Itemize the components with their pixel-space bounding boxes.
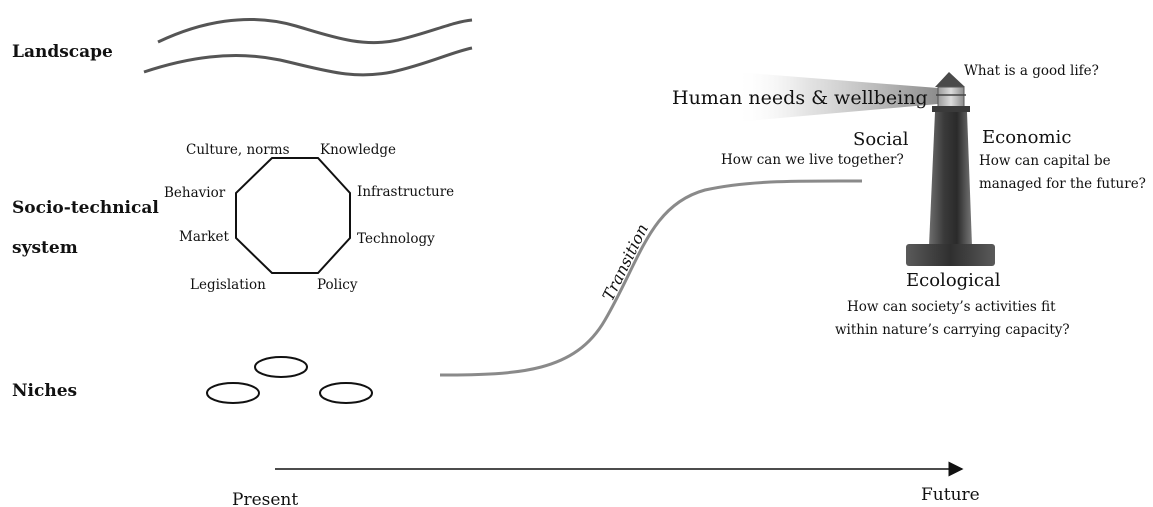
lighthouse-base	[906, 244, 995, 266]
transition-curve	[439, 179, 863, 377]
lighthouse-roof	[935, 72, 965, 87]
transition-label: Transition	[599, 221, 652, 304]
level-label-socio-technical: Socio-technical	[12, 198, 159, 218]
pillar-ecological-question-line2: within nature’s carrying capacity?	[835, 322, 1070, 338]
lighthouse-tower	[929, 112, 972, 246]
pillar-economic-question-line2: managed for the future?	[979, 176, 1146, 192]
factor-technology: Technology	[357, 231, 435, 247]
regime-octagon	[235, 157, 351, 274]
landscape-wave-lower	[143, 46, 473, 77]
level-label-niches: Niches	[12, 381, 77, 401]
pillar-economic-question-line1: How can capital be	[979, 153, 1111, 169]
lighthouse-lamp	[937, 86, 965, 108]
niche-ellipse-top	[254, 356, 308, 378]
pillar-ecological-question-line1: How can society’s activities fit	[847, 299, 1056, 315]
lighthouse-beam	[735, 72, 938, 122]
factor-market: Market	[179, 229, 229, 245]
beam-text-human-needs: Human needs & wellbeing	[672, 87, 928, 109]
factor-knowledge: Knowledge	[320, 142, 396, 158]
landscape-wave-upper	[157, 17, 473, 45]
pillar-ecological-title: Ecological	[906, 270, 1001, 291]
lighthouse	[906, 72, 995, 266]
niche-ellipse-right	[319, 382, 373, 404]
axis-label-future: Future	[921, 485, 980, 505]
level-label-system: system	[12, 238, 78, 258]
factor-infrastructure: Infrastructure	[357, 184, 454, 200]
factor-culture-norms: Culture, norms	[186, 142, 290, 158]
factor-behavior: Behavior	[164, 185, 226, 201]
niche-ellipse-left	[206, 382, 260, 404]
pillar-social-title: Social	[853, 129, 909, 150]
axis-label-present: Present	[232, 490, 298, 507]
pillar-social-question: How can we live together?	[721, 152, 904, 168]
factor-legislation: Legislation	[190, 277, 266, 293]
question-good-life: What is a good life?	[964, 63, 1099, 79]
factor-policy: Policy	[317, 277, 358, 293]
lighthouse-gallery	[932, 106, 970, 112]
pillar-economic-title: Economic	[982, 127, 1071, 148]
level-label-landscape: Landscape	[12, 42, 113, 62]
